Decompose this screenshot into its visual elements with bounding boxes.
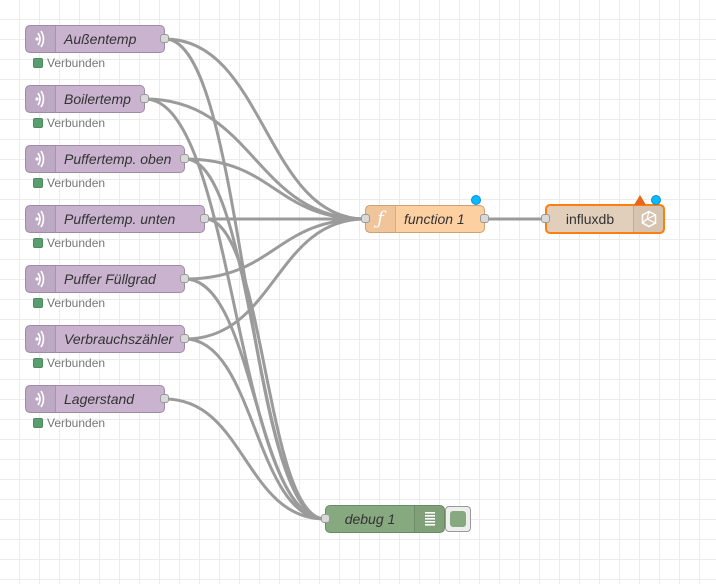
wire-verbrauch-function[interactable] xyxy=(184,217,366,341)
output-port[interactable] xyxy=(160,394,169,403)
function-icon: ƒ xyxy=(366,206,396,232)
mqtt-in-icon xyxy=(26,26,56,52)
status-verbrauchszaehler: Verbunden xyxy=(33,356,105,370)
wire-puffer-oben-function[interactable] xyxy=(184,157,366,221)
changed-indicator-icon xyxy=(471,195,481,205)
wire-aussentemp-function[interactable] xyxy=(164,37,366,221)
inject-node-puffertemp-oben[interactable]: Puffertemp. oben xyxy=(25,145,189,173)
status-boilertemp: Verbunden xyxy=(33,116,105,130)
output-port[interactable] xyxy=(140,94,149,103)
warning-icon xyxy=(634,195,646,205)
status-puffertemp-oben: Verbunden xyxy=(33,176,105,190)
mqtt-in-icon xyxy=(26,266,56,292)
mqtt-in-icon xyxy=(26,86,56,112)
status-puffer-fuellgrad: Verbunden xyxy=(33,296,105,310)
wire-lagerstand-debug[interactable] xyxy=(164,397,326,521)
inject-node-verbrauchszaehler[interactable]: Verbrauchszähler xyxy=(25,325,189,353)
status-puffertemp-unten: Verbunden xyxy=(33,236,105,250)
debug-toggle-button[interactable] xyxy=(445,506,471,532)
node-label: Boilertemp xyxy=(64,91,131,107)
function-node[interactable]: ƒ function 1 xyxy=(361,205,489,233)
inject-node-lagerstand[interactable]: Lagerstand xyxy=(25,385,169,413)
status-connected-icon xyxy=(33,238,43,248)
status-connected-icon xyxy=(33,298,43,308)
inject-node-puffertemp-unten[interactable]: Puffertemp. unten xyxy=(25,205,209,233)
node-label: Außentemp xyxy=(64,31,137,47)
node-label: Puffertemp. unten xyxy=(64,211,176,227)
input-port[interactable] xyxy=(361,214,370,223)
inject-node-puffer-fuellgrad[interactable]: Puffer Füllgrad xyxy=(25,265,189,293)
node-label: debug 1 xyxy=(344,511,396,527)
input-port[interactable] xyxy=(321,514,330,523)
wire-verbrauch-debug[interactable] xyxy=(184,337,326,521)
debug-toggle-indicator xyxy=(450,511,466,527)
status-connected-icon xyxy=(33,358,43,368)
inject-node-aussentemp[interactable]: Außentemp xyxy=(25,25,169,53)
wire-puffer-oben-debug[interactable] xyxy=(184,157,326,521)
output-port[interactable] xyxy=(180,274,189,283)
node-label: Verbrauchszähler xyxy=(64,331,174,347)
wire-puffer-fuellgrad-function[interactable] xyxy=(184,217,366,281)
status-connected-icon xyxy=(33,118,43,128)
status-aussentemp: Verbunden xyxy=(33,56,105,70)
mqtt-in-icon xyxy=(26,206,56,232)
status-lagerstand: Verbunden xyxy=(33,416,105,430)
database-icon xyxy=(633,206,663,232)
debug-list-icon xyxy=(414,506,444,532)
wire-puffer-unten-debug[interactable] xyxy=(204,217,326,521)
output-port[interactable] xyxy=(180,154,189,163)
status-connected-icon xyxy=(33,58,43,68)
mqtt-in-icon xyxy=(26,146,56,172)
status-connected-icon xyxy=(33,418,43,428)
mqtt-in-icon xyxy=(26,326,56,352)
status-text: Verbunden xyxy=(47,56,106,70)
output-port[interactable] xyxy=(200,214,209,223)
output-port[interactable] xyxy=(480,214,489,223)
node-label: Puffer Füllgrad xyxy=(64,271,156,287)
status-connected-icon xyxy=(33,178,43,188)
inject-node-boilertemp[interactable]: Boilertemp xyxy=(25,85,149,113)
wire-puffer-fuellgrad-debug[interactable] xyxy=(184,277,326,521)
status-text: Verbunden xyxy=(47,176,106,190)
node-label: influxdb xyxy=(565,211,615,227)
node-label: Puffertemp. oben xyxy=(64,151,172,167)
status-text: Verbunden xyxy=(47,116,106,130)
output-port[interactable] xyxy=(160,34,169,43)
status-text: Verbunden xyxy=(47,236,106,250)
status-text: Verbunden xyxy=(47,356,106,370)
node-label: function 1 xyxy=(404,211,465,227)
influxdb-node[interactable]: influxdb xyxy=(541,204,665,234)
node-label: Lagerstand xyxy=(64,391,135,407)
debug-node[interactable]: debug 1 xyxy=(321,505,445,533)
changed-indicator-icon xyxy=(651,195,661,205)
mqtt-in-icon xyxy=(26,386,56,412)
input-port[interactable] xyxy=(541,214,550,223)
output-port[interactable] xyxy=(180,334,189,343)
status-text: Verbunden xyxy=(47,296,106,310)
status-text: Verbunden xyxy=(47,416,106,430)
